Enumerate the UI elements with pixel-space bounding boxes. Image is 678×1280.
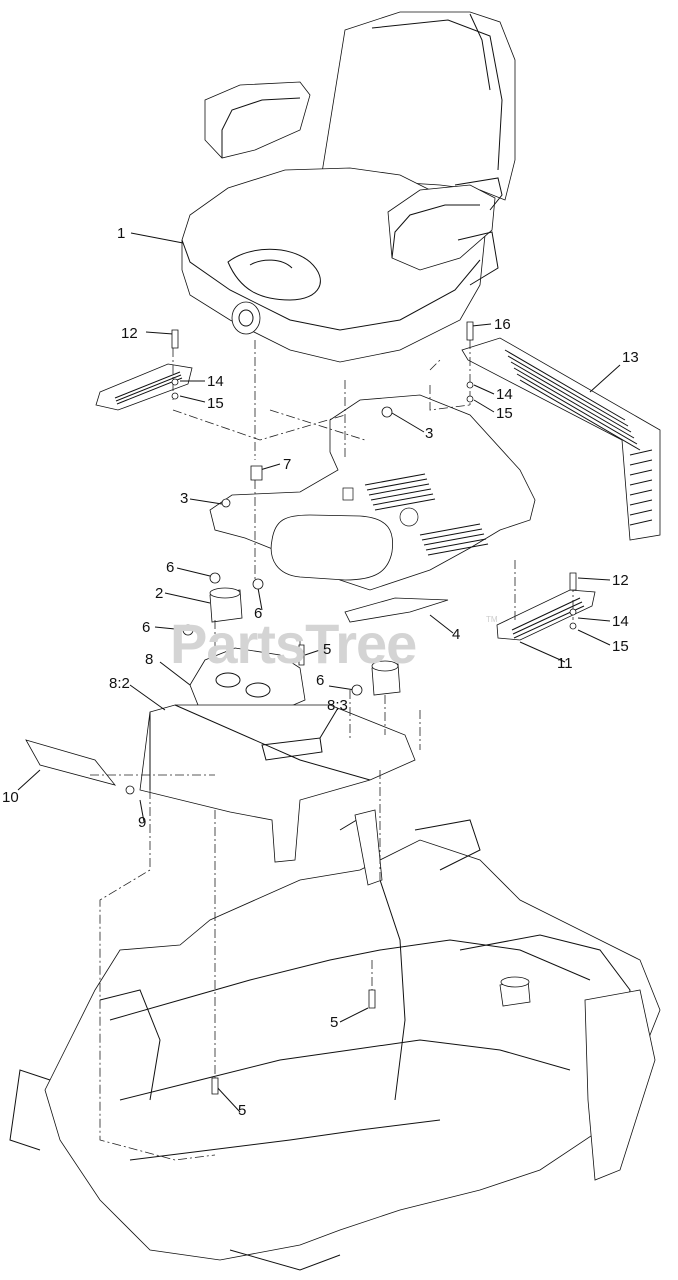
decal <box>25 739 117 786</box>
callout-10: 10 <box>2 789 19 806</box>
assembly-lines <box>90 340 574 1161</box>
callout-2: 2 <box>155 585 163 602</box>
seat-plate-vents-upper <box>364 473 436 511</box>
left-vent-cover <box>95 363 193 411</box>
callout-15-right-upper: 15 <box>496 405 513 422</box>
callout-8-3: 8:3 <box>327 697 348 714</box>
seat-plate <box>209 394 536 591</box>
callout-3-lower: 3 <box>180 490 188 507</box>
callout-5-a: 5 <box>323 641 331 658</box>
callout-6-d: 6 <box>316 672 324 689</box>
seat-plate-vents-lower <box>419 523 489 556</box>
seat-bracket <box>344 597 449 623</box>
callout-14-right-lower: 14 <box>612 613 629 630</box>
watermark: PartsTree <box>170 612 416 675</box>
callout-5-b: 5 <box>330 1014 338 1031</box>
callout-3-upper: 3 <box>425 425 433 442</box>
callout-8-2: 8:2 <box>109 675 130 692</box>
fasteners <box>125 321 577 1095</box>
callout-6-b: 6 <box>254 605 262 622</box>
callout-11: 11 <box>557 655 573 672</box>
callout-1: 1 <box>117 225 125 242</box>
callout-12-left: 12 <box>121 325 138 342</box>
mower-frame <box>9 809 661 1271</box>
callout-7: 7 <box>283 456 291 473</box>
seat-mount-plate <box>189 647 306 721</box>
callout-12-right: 12 <box>612 572 629 589</box>
callout-13: 13 <box>622 349 639 366</box>
right-side-vent-cover <box>461 337 661 541</box>
callout-6-c: 6 <box>142 619 150 636</box>
watermark-trademark: TM <box>486 615 498 624</box>
right-lower-vent-cover <box>496 589 596 641</box>
leader-lines <box>17 232 621 1113</box>
callout-labels: 1 12 14 15 16 13 14 15 3 7 3 6 2 6 6 12 … <box>2 225 639 1119</box>
callout-5-c: 5 <box>238 1102 246 1119</box>
seat-assembly <box>181 11 516 363</box>
callout-8: 8 <box>145 651 153 668</box>
console-cover <box>139 704 416 863</box>
callout-9: 9 <box>138 814 146 831</box>
callout-16: 16 <box>494 316 511 333</box>
callout-14-left: 14 <box>207 373 224 390</box>
callout-4: 4 <box>452 626 460 643</box>
callout-14-right-upper: 14 <box>496 386 513 403</box>
callout-15-right-lower: 15 <box>612 638 629 655</box>
callout-15-left: 15 <box>207 395 224 412</box>
callout-6-a: 6 <box>166 559 174 576</box>
